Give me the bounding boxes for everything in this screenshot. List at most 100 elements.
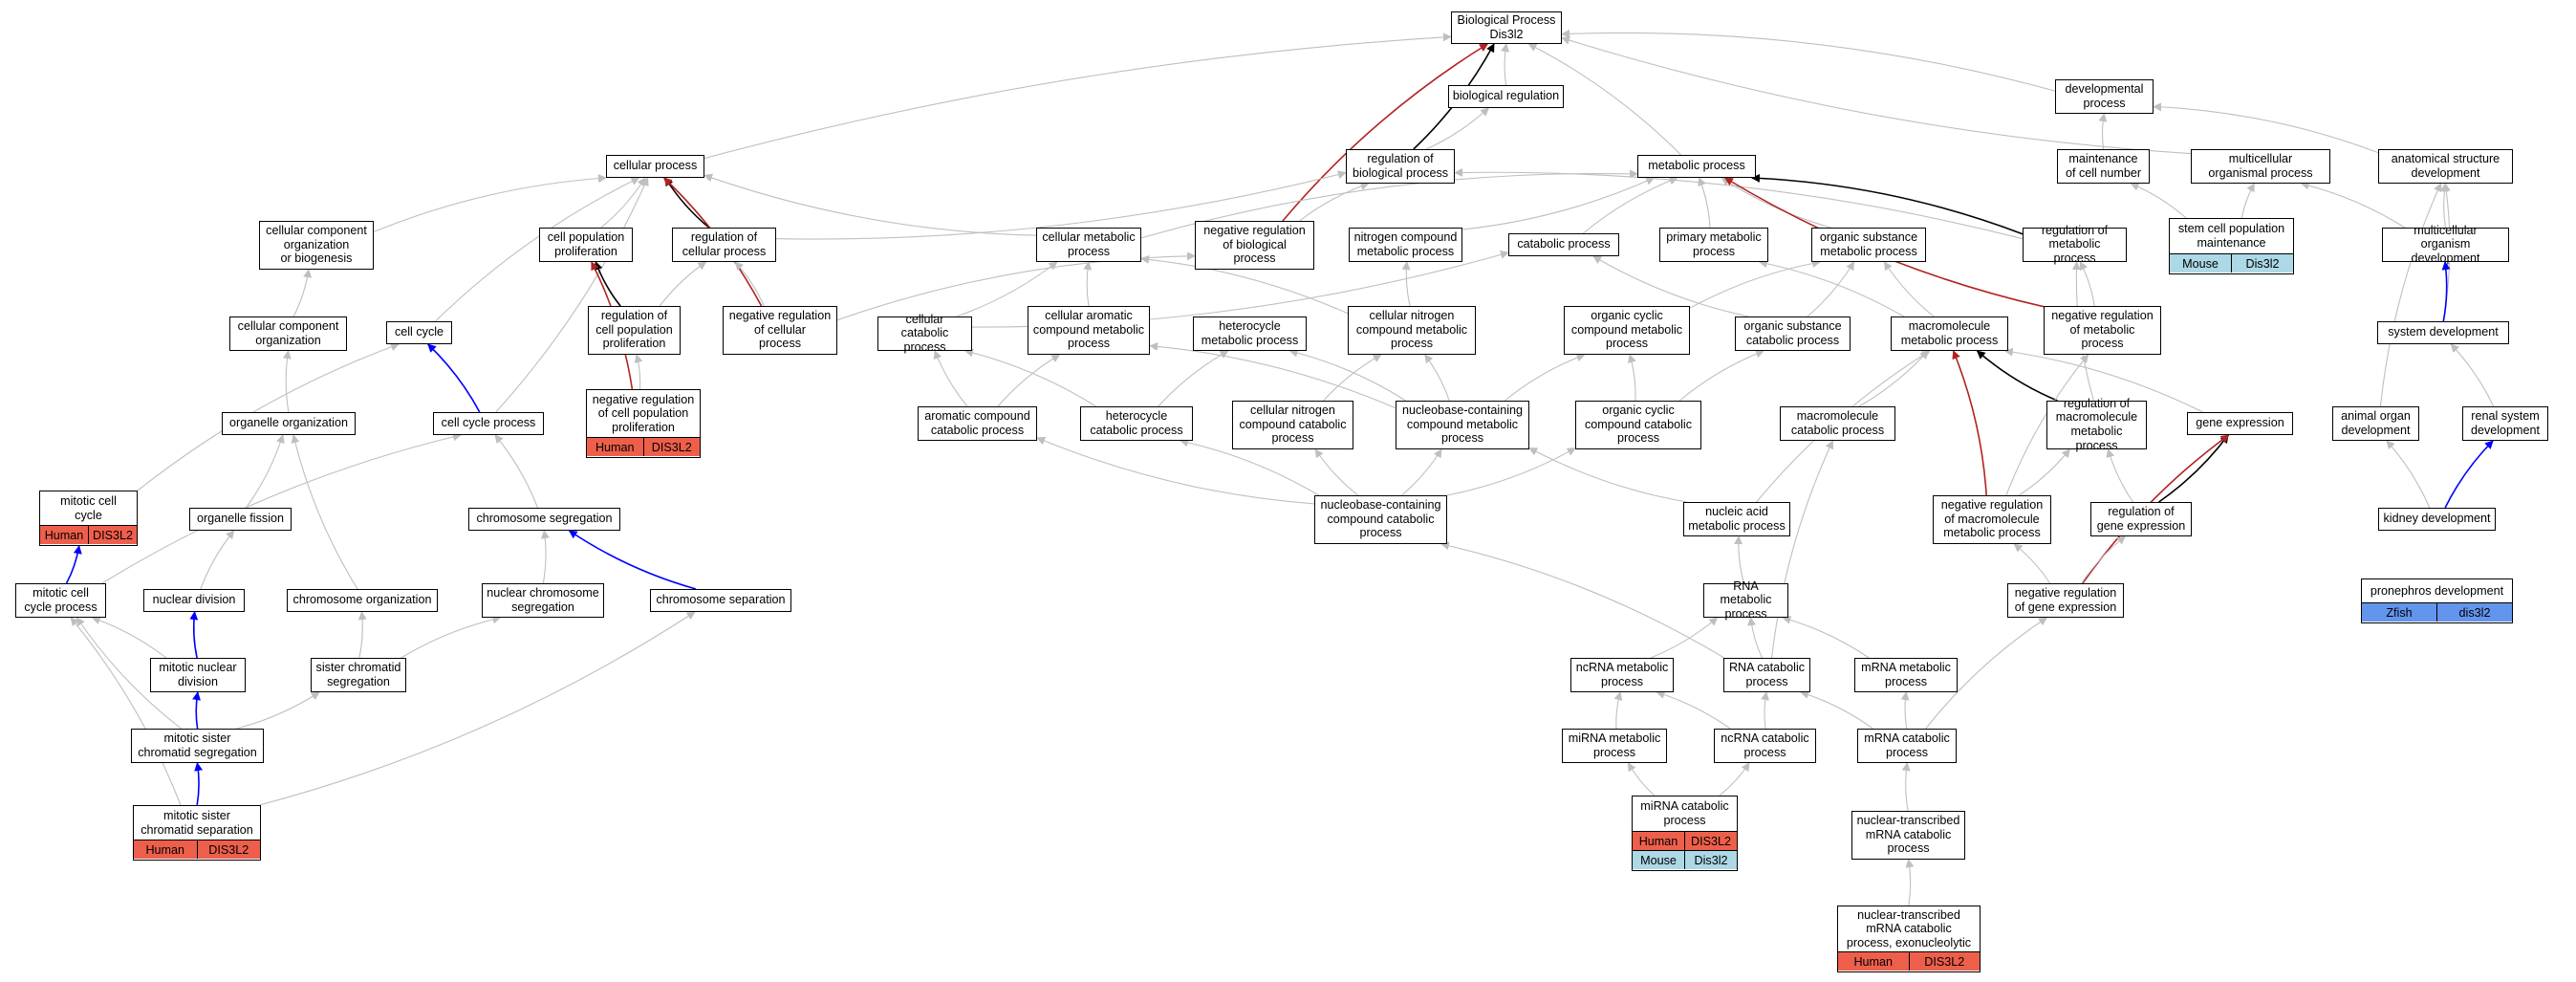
node-rnamet[interactable]: RNA metabolic process (1703, 579, 1788, 621)
node-negregpop[interactable]: negative regulation of cell population p… (586, 389, 701, 458)
node-nucdiv[interactable]: nuclear division (143, 589, 245, 612)
node-label: maintenance of cell number (2065, 151, 2142, 180)
node-nucbase[interactable]: nucleobase-containing compound metabolic… (1396, 401, 1529, 449)
node-orgcyc[interactable]: organic cyclic compound metabolic proces… (1564, 306, 1690, 355)
node-orgsubcat[interactable]: organic substance catabolic process (1735, 316, 1851, 351)
node-negregmet[interactable]: negative regulation of metabolic process (2044, 306, 2161, 355)
edge-negregcell-to-regcell (734, 261, 765, 307)
node-label: multicellular organismal process (2208, 151, 2313, 180)
node-anatdev[interactable]: anatomical structure development (2378, 149, 2513, 184)
edge-geneexp-to-macromet (2003, 347, 2203, 413)
node-primet[interactable]: primary metabolic process (1659, 228, 1768, 262)
node-regmet[interactable]: regulation of metabolic process (2023, 224, 2127, 265)
node-regmacro[interactable]: regulation of macromolecule metabolic pr… (2046, 397, 2147, 452)
node-nuctransexo[interactable]: nuclear-transcribed mRNA catabolic proce… (1837, 906, 1981, 972)
node-nuctrans[interactable]: nuclear-transcribed mRNA catabolic proce… (1851, 811, 1965, 860)
node-nucchromseg[interactable]: nuclear chromosome segregation (482, 583, 604, 618)
node-cellproc[interactable]: cellular process (606, 155, 704, 178)
node-ncrnacat[interactable]: ncRNA catabolic process (1714, 729, 1816, 763)
node-cellnitro[interactable]: cellular nitrogen compound metabolic pro… (1348, 306, 1476, 355)
edge-metab-to-bp (1527, 43, 1681, 156)
node-cellnitrocat[interactable]: cellular nitrogen compound catabolic pro… (1232, 401, 1353, 449)
node-bioreg[interactable]: biological regulation (1448, 85, 1564, 108)
node-multiorg[interactable]: multicellular organismal process (2191, 149, 2330, 184)
node-negregmacro[interactable]: negative regulation of macromolecule met… (1933, 495, 2051, 544)
node-negregbio[interactable]: negative regulation of biological proces… (1195, 221, 1314, 270)
node-label: nuclear-transcribed mRNA catabolic proce… (1846, 907, 1972, 949)
node-maint[interactable]: maintenance of cell number (2057, 149, 2150, 184)
node-label: mitotic nuclear division (159, 660, 237, 688)
node-ccorg[interactable]: cellular component organization or bioge… (259, 221, 374, 270)
node-regbio[interactable]: regulation of biological process (1346, 149, 1455, 184)
edge-negregmacro-to-regmacro (2018, 448, 2070, 496)
node-ccorg2[interactable]: cellular component organization (229, 316, 347, 351)
node-regpop[interactable]: regulation of cell population proliferat… (588, 306, 681, 355)
node-nitro[interactable]: nitrogen compound metabolic process (1349, 228, 1462, 262)
node-orgorg[interactable]: organelle organization (222, 412, 356, 435)
node-mitproc[interactable]: mitotic cell cycle process (15, 583, 106, 618)
node-ncrnamet[interactable]: ncRNA metabolic process (1570, 658, 1674, 692)
node-mitnucdiv[interactable]: mitotic nuclear division (150, 658, 246, 692)
node-mrnacat[interactable]: mRNA catabolic process (1857, 729, 1957, 763)
node-cellcycleproc[interactable]: cell cycle process (433, 412, 544, 435)
node-orgsub[interactable]: organic substance metabolic process (1811, 228, 1926, 262)
node-kidney[interactable]: kidney development (2378, 508, 2496, 531)
node-multidev[interactable]: multicellular organism development (2382, 223, 2509, 265)
edge-nucchromseg-to-chromseg (540, 530, 550, 584)
node-label: organic substance catabolic process (1743, 318, 1842, 347)
node-cellcat[interactable]: cellular catabolic process (877, 313, 972, 354)
node-macrocat[interactable]: macromolecule catabolic process (1780, 406, 1895, 441)
node-catab[interactable]: catabolic process (1508, 233, 1619, 256)
node-negreggene[interactable]: negative regulation of gene expression (2007, 583, 2124, 618)
node-label: nitrogen compound metabolic process (1353, 229, 1458, 258)
edge-nucbase-to-hetmet (1288, 348, 1406, 402)
node-nucbasecat[interactable]: nucleobase-containing compound catabolic… (1314, 495, 1447, 544)
node-label: cell cycle (394, 325, 444, 339)
node-rnacat[interactable]: RNA catabolic process (1723, 658, 1810, 692)
node-reggene[interactable]: regulation of gene expression (2090, 502, 2192, 536)
node-negregcell[interactable]: negative regulation of cellular process (723, 306, 837, 355)
edge-catab-to-metab (1582, 176, 1678, 234)
node-aromcat[interactable]: aromatic compound catabolic process (918, 406, 1037, 441)
node-label: miRNA metabolic process (1568, 731, 1661, 759)
node-cellarom[interactable]: cellular aromatic compound metabolic pro… (1028, 306, 1150, 355)
node-hetmet[interactable]: heterocycle metabolic process (1193, 316, 1307, 351)
node-regcell[interactable]: regulation of cellular process (672, 228, 776, 262)
node-devproc[interactable]: developmental process (2055, 79, 2154, 114)
species-label: Human (1638, 834, 1678, 848)
node-nucacid[interactable]: nucleic acid metabolic process (1683, 502, 1790, 536)
edge-multiorg-to-bp (1561, 35, 2192, 155)
edge-nucdiv-to-orgfis (200, 530, 235, 590)
node-cellmet[interactable]: cellular metabolic process (1036, 228, 1141, 262)
node-cellpop[interactable]: cell population proliferation (539, 228, 633, 262)
node-bp[interactable]: Biological Process Dis3l2 (1451, 11, 1562, 44)
edge-negregmacro-to-negregmet (2005, 354, 2089, 496)
node-sysdev[interactable]: system development (2377, 321, 2509, 344)
node-geneexp[interactable]: gene expression (2187, 412, 2293, 435)
node-mrnamet[interactable]: mRNA metabolic process (1854, 658, 1958, 692)
node-animorg[interactable]: animal organ development (2332, 406, 2419, 441)
node-chromorg[interactable]: chromosome organization (287, 589, 438, 612)
node-mirnamet[interactable]: miRNA metabolic process (1562, 729, 1667, 763)
node-mitsis[interactable]: mitotic sister chromatid segregation (131, 729, 264, 763)
node-macromet[interactable]: macromolecule metabolic process (1891, 316, 2008, 351)
node-sischrom[interactable]: sister chromatid segregation (311, 658, 406, 692)
node-renal[interactable]: renal system development (2462, 406, 2548, 441)
node-chromseg[interactable]: chromosome segregation (468, 508, 620, 531)
node-hetcat[interactable]: heterocycle catabolic process (1080, 406, 1193, 441)
node-chromsep[interactable]: chromosome separation (650, 589, 791, 612)
node-orgfis[interactable]: organelle fission (189, 508, 292, 531)
node-cellcycle[interactable]: cell cycle (386, 321, 452, 344)
node-metab[interactable]: metabolic process (1637, 155, 1756, 178)
node-orgcyccat[interactable]: organic cyclic compound catabolic proces… (1575, 401, 1701, 449)
node-label: gene expression (2196, 416, 2284, 430)
edge-cellmet-to-metab (1140, 169, 1638, 239)
node-label: multicellular organism development (2411, 223, 2480, 265)
